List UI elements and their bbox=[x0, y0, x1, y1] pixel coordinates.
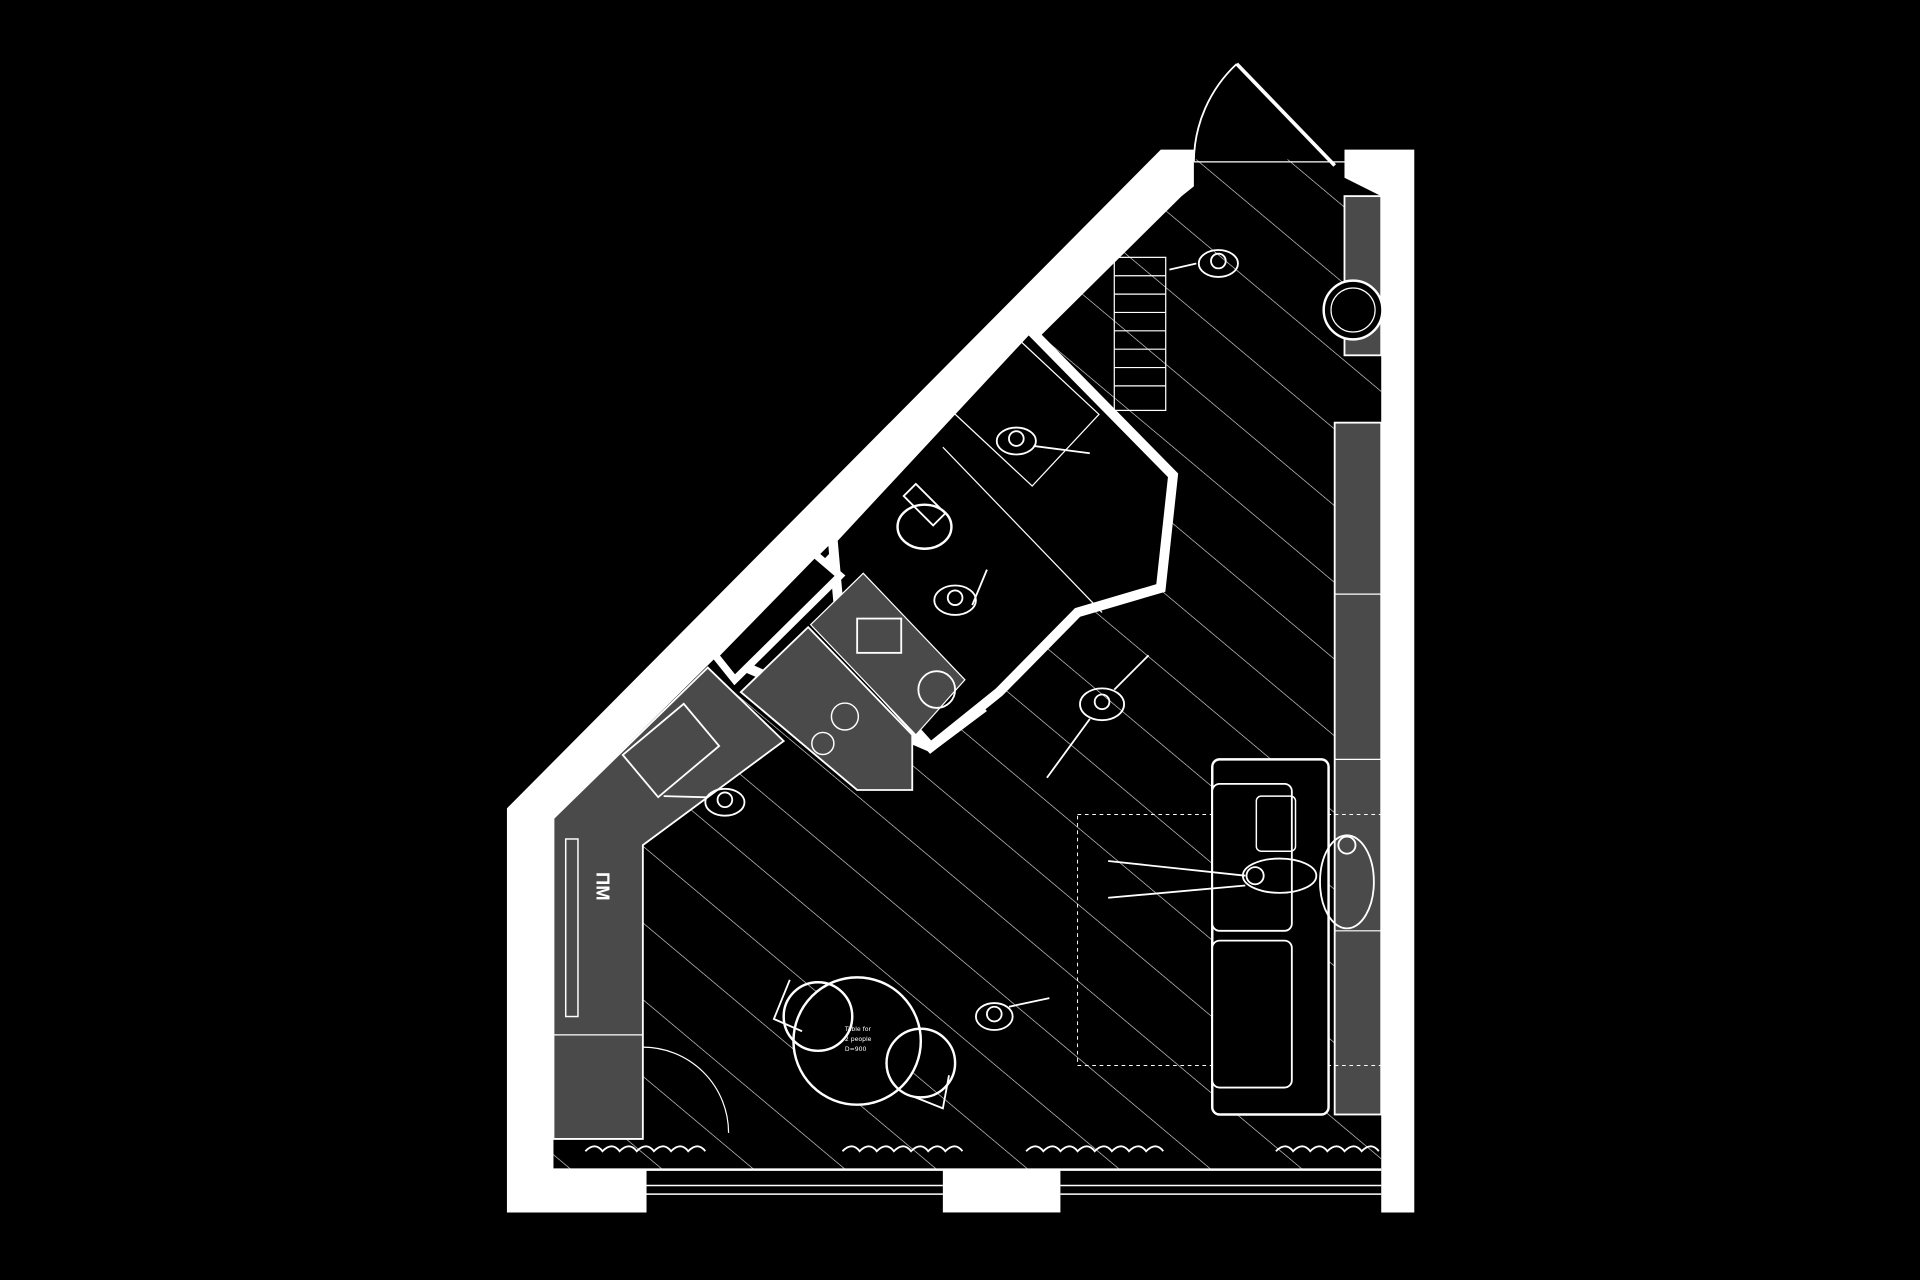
outer-walls bbox=[506, 149, 1415, 1213]
window-icon bbox=[553, 1168, 1382, 1195]
table-note-line-3: D=900 bbox=[845, 1046, 867, 1053]
dishwasher bbox=[564, 838, 579, 1018]
shoe-rack-icon bbox=[1113, 256, 1167, 412]
dining-table-icon: Table for 2 people D=900 bbox=[772, 976, 957, 1110]
toilet-icon bbox=[896, 482, 953, 550]
kitchen-sink-icon bbox=[621, 702, 721, 799]
plant-icon bbox=[584, 1145, 1380, 1153]
entrance-door-icon bbox=[1192, 62, 1345, 167]
washing-machine-icon bbox=[809, 572, 966, 736]
kitchen: ПМ bbox=[552, 625, 914, 1140]
coat-stand-icon bbox=[1322, 279, 1384, 341]
cooktop-icon bbox=[811, 702, 860, 756]
person-figure-icon bbox=[663, 249, 1375, 1031]
table-note-line-1: Table for bbox=[844, 1026, 872, 1033]
table-note-line-2: 2 people bbox=[845, 1036, 872, 1043]
kitchen-door-swing bbox=[642, 1046, 730, 1133]
wall-niche bbox=[710, 548, 846, 686]
sofa-icon bbox=[1077, 758, 1385, 1116]
dishwasher-label: ПМ bbox=[592, 872, 613, 901]
